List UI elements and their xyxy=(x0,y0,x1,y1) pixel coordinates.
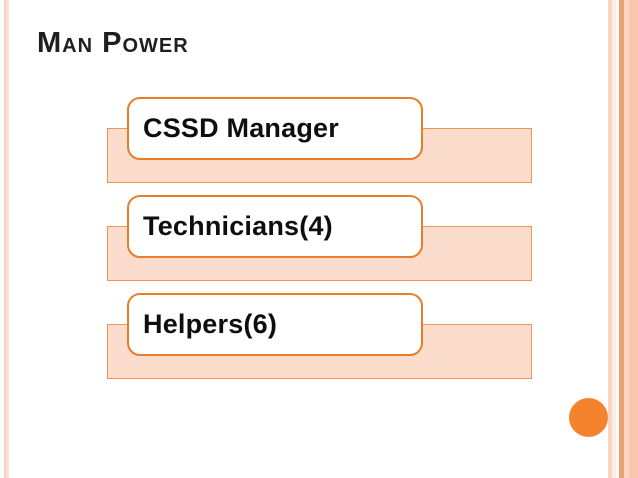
org-unit: Technicians(4) xyxy=(0,195,638,293)
org-box: Technicians(4) xyxy=(127,195,423,258)
accent-stripe xyxy=(624,0,629,478)
left-accent-stripe xyxy=(4,0,9,478)
org-box: Helpers(6) xyxy=(127,293,423,356)
org-box-label: CSSD Manager xyxy=(143,113,339,143)
right-accent-stripes xyxy=(608,0,638,478)
page-title: Man Power xyxy=(37,27,189,59)
accent-stripe xyxy=(608,0,612,478)
accent-stripe xyxy=(616,0,619,478)
accent-stripe xyxy=(629,0,638,478)
org-unit: CSSD Manager xyxy=(0,97,638,195)
org-box-label: Helpers(6) xyxy=(143,309,278,339)
org-unit: Helpers(6) xyxy=(0,293,638,391)
accent-circle xyxy=(569,398,608,437)
org-box-label: Technicians(4) xyxy=(143,211,333,241)
org-box: CSSD Manager xyxy=(127,97,423,160)
accent-stripe xyxy=(619,0,624,478)
accent-stripe xyxy=(612,0,616,478)
